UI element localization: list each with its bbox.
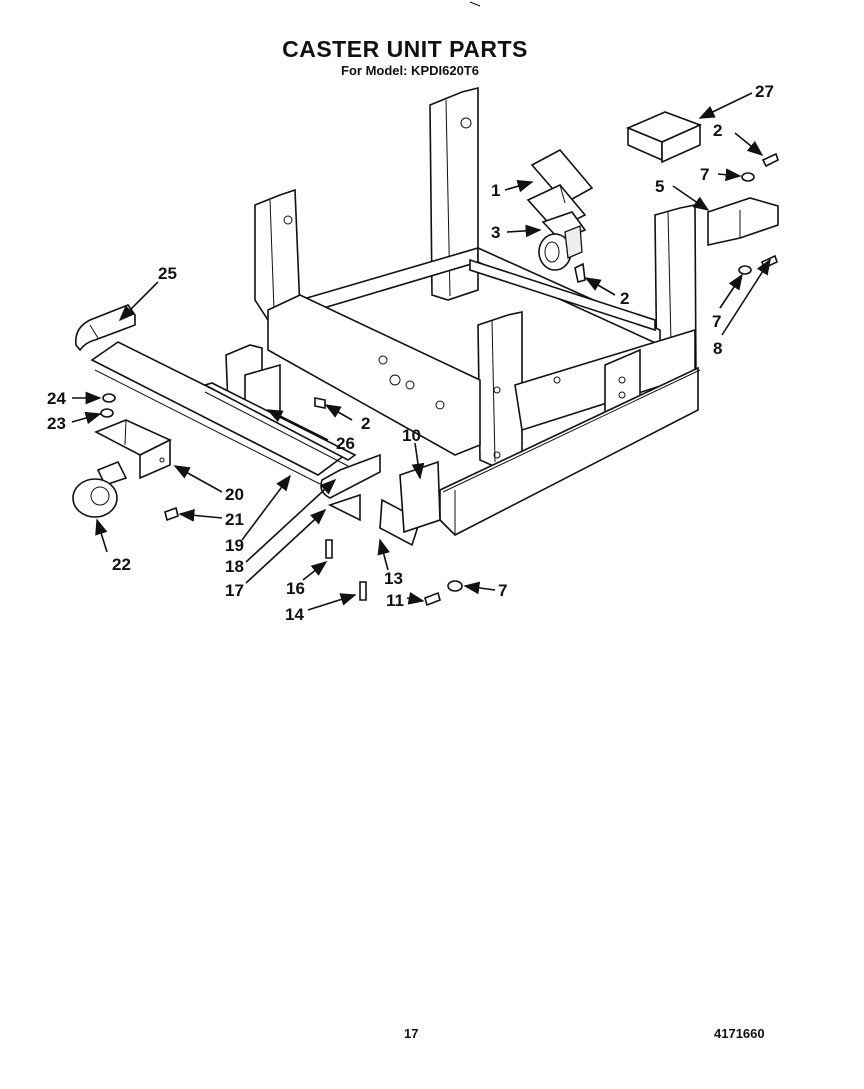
callout-27: 27 (755, 82, 774, 101)
part-20-plate (94, 419, 172, 480)
part-10-panel (399, 460, 441, 534)
page-number: 17 (404, 1026, 419, 1041)
callout-25: 25 (158, 264, 177, 283)
callout-24: 24 (47, 389, 66, 408)
bottom-fasteners (314, 397, 463, 607)
callout-5: 5 (655, 177, 664, 196)
part-27-bracket (625, 111, 703, 164)
part-22-caster-wheel (72, 460, 128, 518)
diagram-title: CASTER UNIT PARTS (282, 36, 528, 62)
callout-2: 2 (361, 414, 370, 433)
callout-11: 11 (386, 591, 404, 610)
callout-3: 3 (491, 223, 500, 242)
callout-26: 26 (336, 434, 355, 453)
callout-14: 14 (285, 605, 304, 624)
callout-23: 23 (47, 414, 66, 433)
callout-7: 7 (498, 581, 507, 600)
callout-7: 7 (700, 165, 709, 184)
caster-base-frame (225, 86, 701, 536)
callout-7: 7 (712, 312, 721, 331)
callout-13: 13 (384, 569, 403, 588)
callout-20: 20 (225, 485, 244, 504)
scan-mark (469, 1, 481, 7)
callout-22: 22 (112, 555, 131, 574)
model-subtitle: For Model: KPDI620T6 (341, 63, 479, 78)
left-washers (100, 393, 179, 522)
callout-18: 18 (225, 557, 244, 576)
callout-8: 8 (713, 339, 722, 358)
part-3-caster-wheel (538, 211, 587, 271)
part-25-end-cap (74, 304, 136, 352)
callout-1: 1 (491, 181, 500, 200)
callout-2: 2 (620, 289, 629, 308)
callout-17: 17 (225, 581, 244, 600)
callout-19: 19 (225, 536, 244, 555)
callout-labels: 27 2 7 5 1 3 2 7 8 25 24 23 2 26 10 20 2… (47, 82, 774, 624)
leader-lines (71, 92, 771, 611)
part-5-bracket (707, 197, 779, 246)
callout-10: 10 (402, 426, 421, 445)
callout-2: 2 (713, 121, 722, 140)
callout-16: 16 (286, 579, 305, 598)
document-number: 4171660 (714, 1026, 765, 1041)
callout-21: 21 (225, 510, 244, 529)
